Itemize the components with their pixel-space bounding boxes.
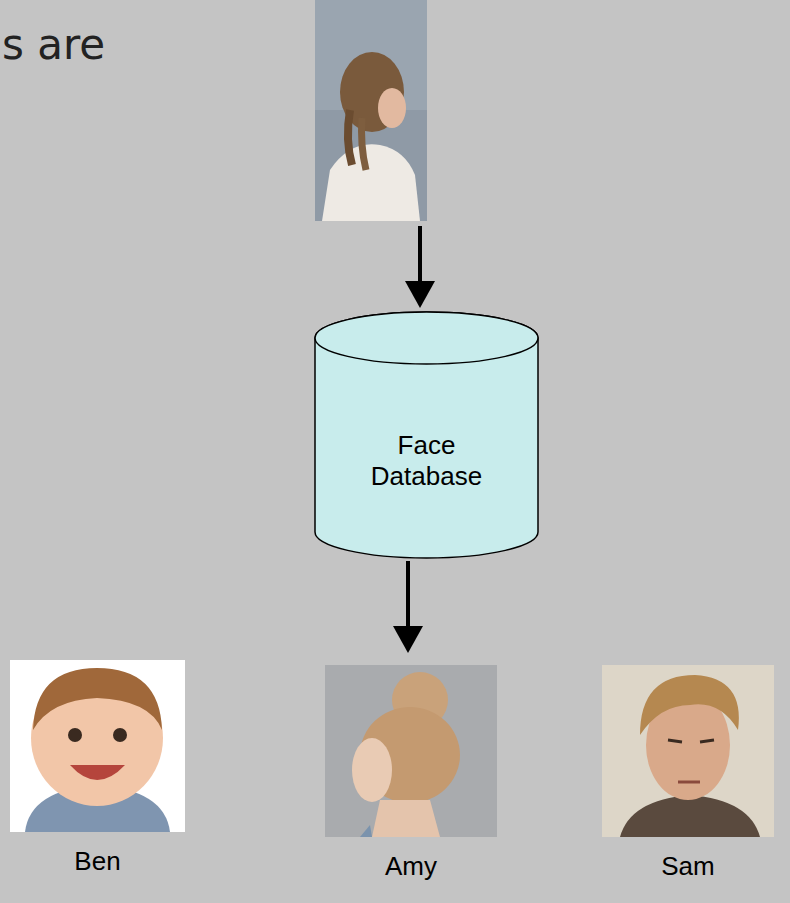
person-photo: Amy [325, 665, 497, 882]
ben-photo [10, 660, 185, 832]
photo-frame [602, 665, 774, 837]
flow-arrow [393, 561, 423, 653]
database-label: Face Database [357, 430, 497, 492]
amy-photo [325, 665, 497, 837]
input-arrow [405, 226, 435, 308]
person-name: Ben [10, 846, 185, 877]
database-cylinder: Face Database [313, 310, 540, 560]
person-name: Sam [602, 851, 774, 882]
photo-frame [325, 665, 497, 837]
query-photo [315, 0, 427, 221]
person-photo: Sam [602, 665, 774, 882]
sam-photo [602, 665, 774, 837]
photo-frame [10, 660, 185, 832]
person-name: Amy [325, 851, 497, 882]
person-photo: Ben [10, 660, 185, 877]
database-text-area: Face Database [357, 430, 497, 492]
slide-title-fragment: s are [2, 20, 105, 69]
